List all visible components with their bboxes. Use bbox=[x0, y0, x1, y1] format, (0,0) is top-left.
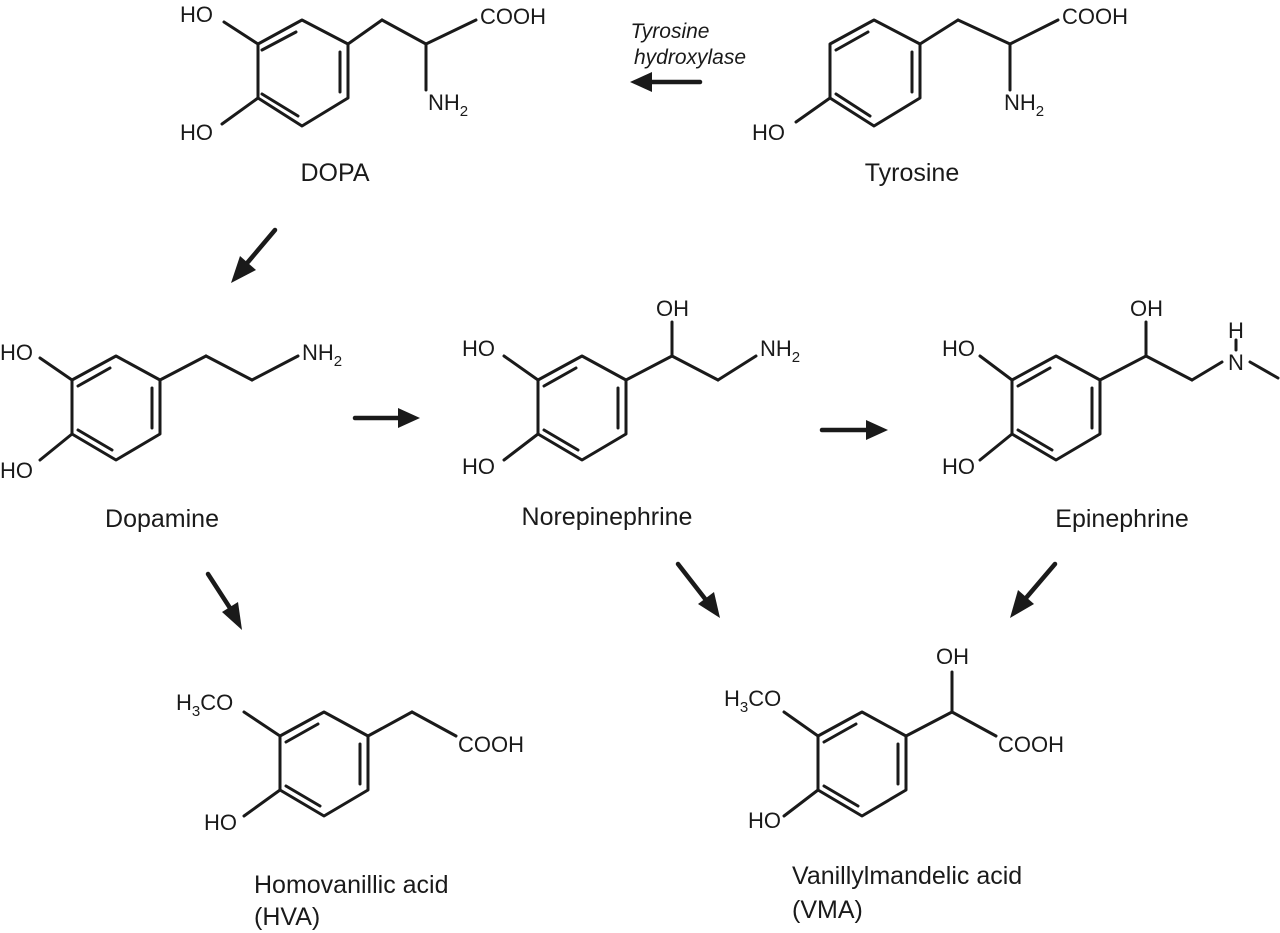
norepinephrine-ho-top-label: HO bbox=[462, 336, 495, 361]
dopamine-skeleton bbox=[38, 354, 300, 462]
epinephrine-ho-top-label: HO bbox=[942, 336, 975, 361]
dopamine-name: Dopamine bbox=[105, 505, 219, 533]
molecule-vma: H3CO HO OH COOH Vanillylmandelic acid (V… bbox=[724, 644, 1064, 924]
hva-name-line-1: Homovanillic acid bbox=[254, 871, 449, 899]
vma-cooh-label: COOH bbox=[998, 732, 1064, 757]
enzyme-annotation: Tyrosine hydroxylase bbox=[631, 20, 747, 69]
epinephrine-name: Epinephrine bbox=[1055, 505, 1188, 533]
molecule-dopamine: HO HO NH2 Dopamine bbox=[0, 340, 342, 533]
arrow-dopamine-to-norepinephrine bbox=[352, 408, 420, 428]
vma-methoxy-label: H3CO bbox=[724, 686, 781, 716]
hva-skeleton bbox=[242, 710, 458, 818]
molecule-hva: H3CO HO COOH Homovanillic acid (HVA) bbox=[176, 690, 524, 931]
tyrosine-skeleton bbox=[794, 18, 1060, 128]
dopa-skeleton bbox=[220, 18, 478, 128]
vma-ho-label: HO bbox=[748, 808, 781, 833]
hva-cooh-label: COOH bbox=[458, 732, 524, 757]
tyrosine-nh2-label: NH2 bbox=[1004, 90, 1044, 120]
norepinephrine-name: Norepinephrine bbox=[522, 503, 693, 531]
dopa-nh2-label: NH2 bbox=[428, 90, 468, 120]
arrow-norepinephrine-to-vma bbox=[675, 561, 720, 618]
norepinephrine-ho-bottom-label: HO bbox=[462, 454, 495, 479]
epinephrine-n-label: N bbox=[1228, 350, 1244, 375]
arrow-dopamine-to-hva bbox=[205, 571, 242, 630]
epinephrine-oh-label: OH bbox=[1130, 296, 1163, 321]
vma-oh-label: OH bbox=[936, 644, 969, 669]
vma-name-line-1: Vanillylmandelic acid bbox=[792, 862, 1022, 890]
epinephrine-ho-bottom-label: HO bbox=[942, 454, 975, 479]
tyrosine-name: Tyrosine bbox=[865, 159, 959, 187]
arrow-epinephrine-to-vma bbox=[1010, 561, 1058, 618]
enzyme-label-line-2: hydroxylase bbox=[634, 46, 746, 69]
molecule-dopa: HO HO COOH NH2 DOPA bbox=[180, 2, 546, 187]
dopa-cooh-label: COOH bbox=[480, 4, 546, 29]
norepinephrine-skeleton bbox=[502, 320, 758, 462]
molecule-epinephrine: HO HO OH H N Epinephrine bbox=[942, 296, 1280, 533]
arrow-tyrosine-to-dopa bbox=[630, 72, 703, 92]
molecule-norepinephrine: HO HO OH NH2 Norepinephrine bbox=[462, 296, 800, 531]
arrow-norepinephrine-to-epinephrine bbox=[819, 420, 888, 440]
epinephrine-h-label: H bbox=[1228, 318, 1244, 343]
dopa-name: DOPA bbox=[301, 159, 370, 187]
dopa-ho-bottom-label: HO bbox=[180, 120, 213, 145]
arrow-dopa-to-dopamine bbox=[231, 227, 278, 283]
epinephrine-skeleton bbox=[978, 320, 1280, 462]
dopamine-ho-bottom-label: HO bbox=[0, 458, 33, 483]
dopamine-ho-top-label: HO bbox=[0, 340, 33, 365]
tyrosine-ho-label: HO bbox=[752, 120, 785, 145]
molecule-tyrosine: HO COOH NH2 Tyrosine bbox=[752, 4, 1128, 187]
vma-skeleton bbox=[782, 670, 998, 818]
dopamine-nh2-label: NH2 bbox=[302, 340, 342, 370]
hva-methoxy-label: H3CO bbox=[176, 690, 233, 720]
hva-ho-label: HO bbox=[204, 810, 237, 835]
dopa-ho-top-label: HO bbox=[180, 2, 213, 27]
hva-name-line-2: (HVA) bbox=[254, 903, 320, 931]
norepinephrine-oh-label: OH bbox=[656, 296, 689, 321]
norepinephrine-nh2-label: NH2 bbox=[760, 336, 800, 366]
vma-name-line-2: (VMA) bbox=[792, 896, 863, 924]
enzyme-label-line-1: Tyrosine bbox=[631, 20, 710, 43]
tyrosine-cooh-label: COOH bbox=[1062, 4, 1128, 29]
